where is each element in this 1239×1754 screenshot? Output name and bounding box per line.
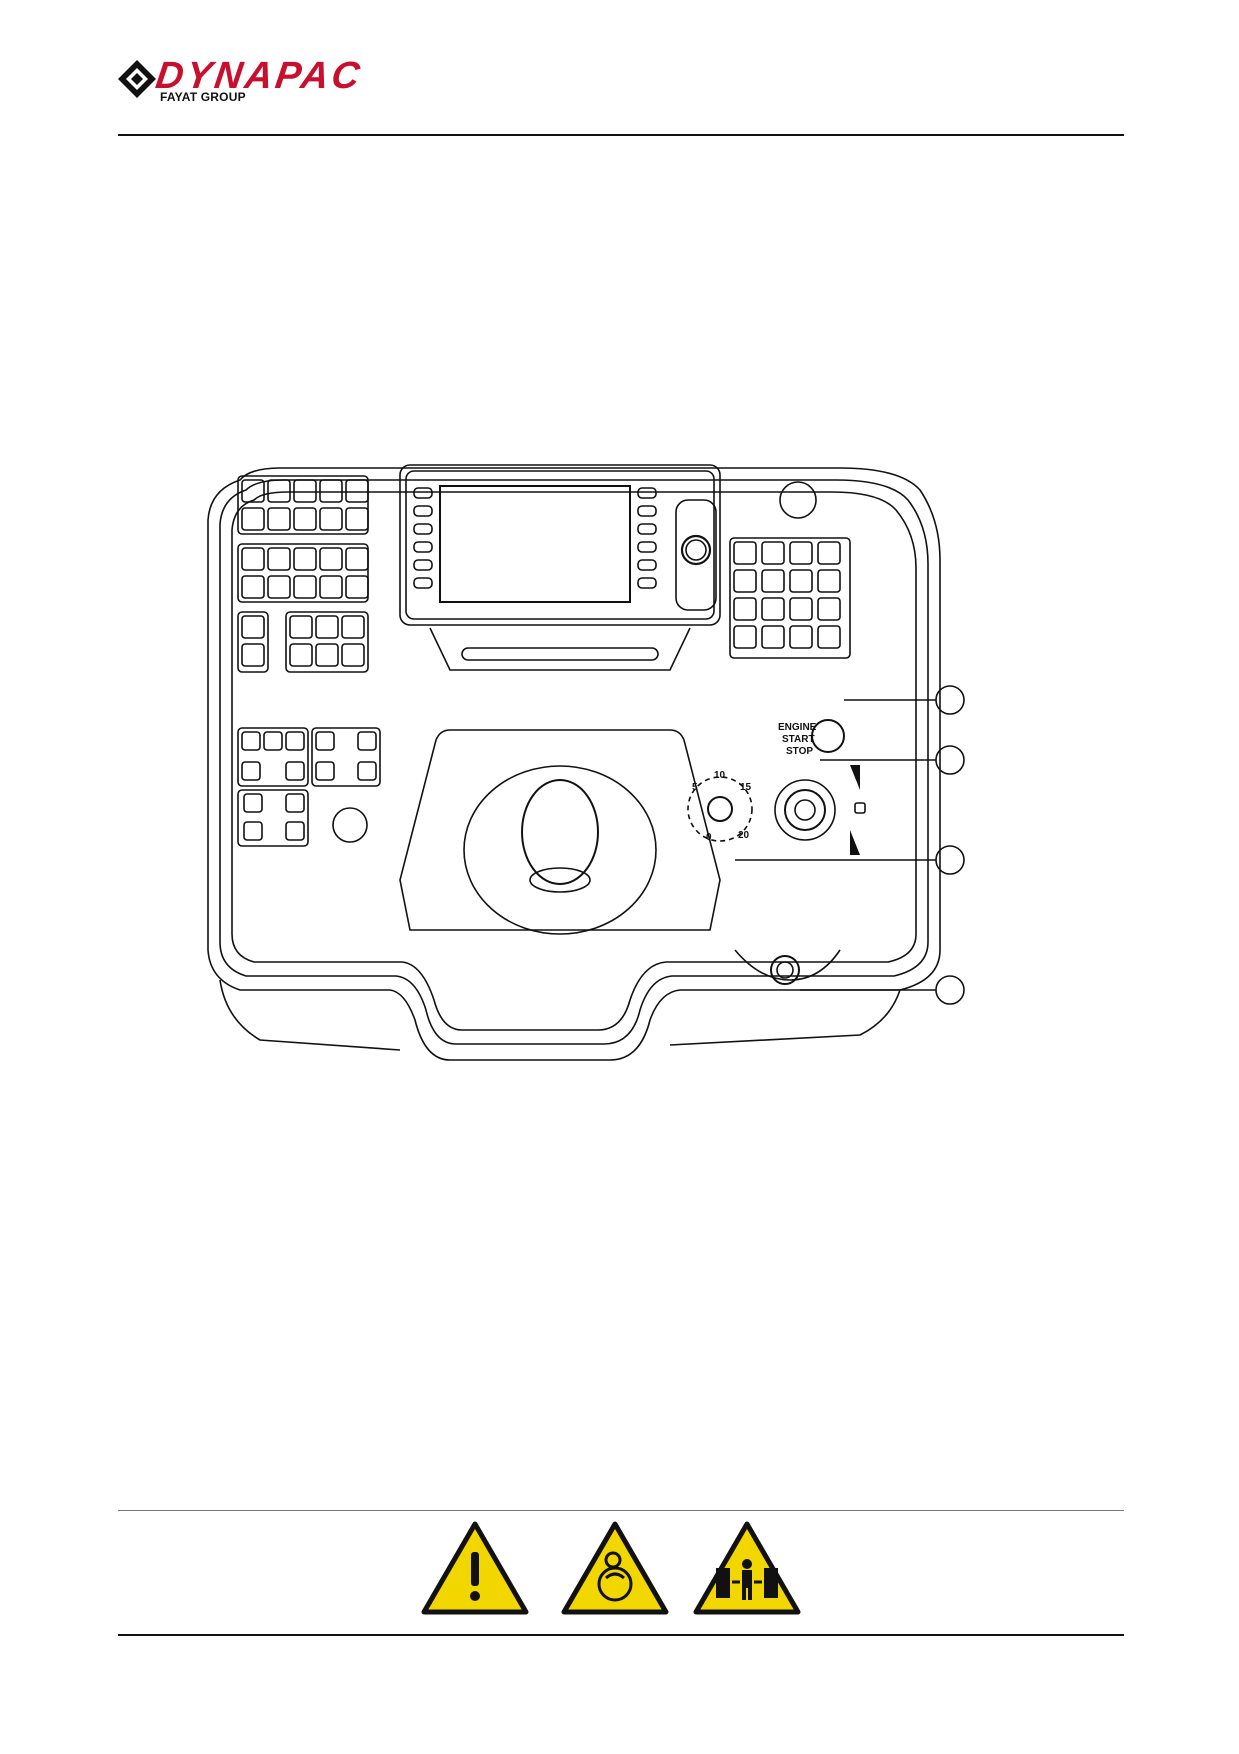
display-side-buttons-right — [637, 487, 657, 589]
dial-15: 15 — [740, 782, 752, 793]
exclamation-icon — [421, 1521, 529, 1615]
display-screen — [439, 485, 631, 603]
left-button-block — [237, 475, 369, 535]
speed-dial-knob — [707, 796, 733, 822]
logo-mark-icon — [118, 60, 156, 98]
dynapac-logo: DYNAPAC FAYAT GROUP — [116, 55, 446, 104]
display-knob-housing — [675, 499, 717, 611]
footer-rule — [118, 1510, 1124, 1511]
left-button-block-2 — [237, 543, 369, 603]
control-panel-figure: ENGINE START STOP 10 15 20 0 5 — [200, 460, 1100, 1140]
dial-10: 10 — [714, 770, 726, 781]
lever-dial-plate — [463, 765, 657, 935]
engine-label-line3: STOP — [786, 746, 813, 757]
brand-name: DYNAPAC — [153, 55, 366, 97]
dial-5: 5 — [692, 782, 698, 793]
crush-person-icon — [693, 1521, 801, 1615]
top-right-button — [779, 481, 817, 519]
header-rule — [118, 134, 1124, 136]
callout-4 — [935, 975, 965, 1005]
ignition-key-switch — [770, 955, 800, 985]
bottom-rule — [118, 1634, 1124, 1636]
horn-button — [332, 807, 368, 843]
right-button-block — [729, 537, 851, 659]
engine-label-line2: START — [782, 734, 815, 745]
brand-group: FAYAT GROUP — [160, 90, 246, 104]
left-button-block-3 — [237, 611, 369, 673]
panel-outline — [207, 467, 941, 1061]
drive-lever — [521, 779, 599, 885]
display-handle — [461, 647, 659, 661]
lower-left-block — [237, 727, 381, 847]
crush-roller-icon — [561, 1521, 669, 1615]
display-side-buttons-left — [413, 487, 433, 589]
display-module — [399, 464, 721, 626]
engine-label-line1: ENGINE — [778, 722, 817, 733]
display-knob — [680, 534, 712, 566]
engine-start-stop-button — [811, 719, 845, 753]
dial-0: 0 — [706, 832, 712, 843]
warning-signs — [420, 1520, 820, 1620]
page-header: DYNAPAC FAYAT GROUP — [0, 0, 1239, 140]
gear-lever-base — [774, 779, 836, 841]
control-panel-drawing: ENGINE START STOP 10 15 20 0 5 — [207, 464, 965, 1061]
dial-20: 20 — [738, 830, 750, 841]
speed-dial-ring — [687, 776, 753, 842]
